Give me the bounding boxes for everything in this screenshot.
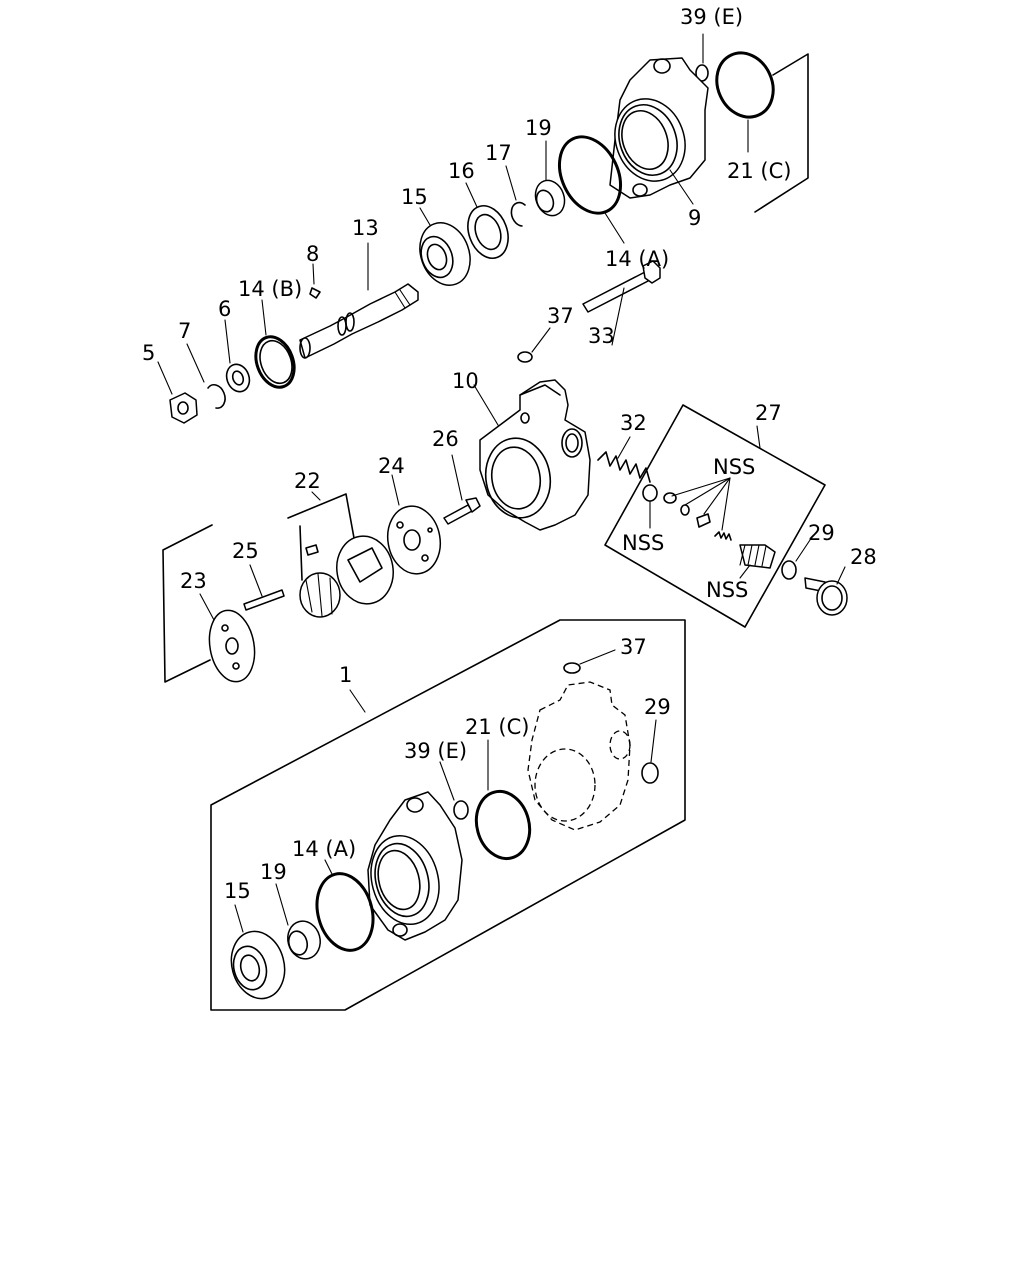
label-37-bottom: 37 bbox=[620, 635, 647, 659]
part-37-ring-bottom bbox=[563, 649, 616, 674]
label-29-mid: 29 bbox=[808, 521, 835, 545]
label-32: 32 bbox=[620, 411, 647, 435]
part-14b-snap-ring bbox=[254, 299, 296, 389]
callout-labels: 39 (E) 21 (C) 9 19 17 16 14 (A) 15 13 8 … bbox=[142, 5, 877, 903]
part-15-bearing-bottom bbox=[230, 904, 286, 1000]
label-17: 17 bbox=[485, 141, 512, 165]
label-22: 22 bbox=[294, 469, 321, 493]
pump-body-dashed-outline bbox=[527, 681, 631, 831]
part-7-lock-washer bbox=[186, 343, 226, 409]
bracket-mid-left bbox=[162, 524, 213, 683]
label-nss-3: NSS bbox=[706, 578, 748, 602]
label-8: 8 bbox=[306, 242, 319, 266]
part-39e-small-ring-bottom bbox=[439, 761, 469, 820]
label-13: 13 bbox=[352, 216, 379, 240]
label-21c-top: 21 (C) bbox=[727, 159, 791, 183]
label-24: 24 bbox=[378, 454, 405, 478]
label-14a-bottom: 14 (A) bbox=[292, 837, 356, 861]
label-15-top: 15 bbox=[401, 185, 428, 209]
label-28: 28 bbox=[850, 545, 877, 569]
bracket-top-right bbox=[754, 53, 809, 213]
part-10-pump-body bbox=[473, 379, 591, 531]
part-9-housing-flange bbox=[609, 57, 709, 205]
part-21c-oring-bottom bbox=[474, 739, 532, 861]
part-33-bolt bbox=[582, 260, 661, 346]
part-14a-oring-bottom bbox=[315, 859, 375, 952]
label-nss-2: NSS bbox=[622, 531, 664, 555]
label-nss-1: NSS bbox=[713, 455, 755, 479]
part-6-washer bbox=[224, 319, 251, 393]
part-26-bolt bbox=[443, 454, 481, 525]
label-39e-bottom: 39 (E) bbox=[404, 739, 467, 763]
label-29-bottom: 29 bbox=[644, 695, 671, 719]
part-8-key bbox=[309, 263, 321, 299]
label-5: 5 bbox=[142, 341, 155, 365]
label-33: 33 bbox=[588, 324, 615, 348]
label-21c-bottom: 21 (C) bbox=[465, 715, 529, 739]
label-39e-top: 39 (E) bbox=[680, 5, 743, 29]
part-27-valve-kit-box bbox=[604, 404, 826, 628]
part-28-plug bbox=[804, 566, 848, 616]
part-16-washer bbox=[465, 182, 509, 259]
label-1: 1 bbox=[339, 663, 352, 687]
label-14a-top: 14 (A) bbox=[605, 247, 669, 271]
part-17-snap-ring bbox=[505, 165, 526, 227]
label-16: 16 bbox=[448, 159, 475, 183]
label-9: 9 bbox=[688, 206, 701, 230]
part-22-rotor-cam-group bbox=[287, 491, 394, 618]
part-37-ring-mid bbox=[517, 327, 551, 363]
part-25-pin bbox=[243, 564, 285, 611]
label-25: 25 bbox=[232, 539, 259, 563]
label-27: 27 bbox=[755, 401, 782, 425]
label-37-top: 37 bbox=[547, 304, 574, 328]
label-26: 26 bbox=[432, 427, 459, 451]
part-5-nut bbox=[157, 361, 198, 424]
part-29-ring-mid bbox=[781, 539, 811, 580]
label-6: 6 bbox=[218, 297, 231, 321]
assembly-1-box bbox=[210, 619, 686, 1011]
part-13-shaft bbox=[299, 242, 419, 359]
part-21c-oring-top bbox=[715, 51, 775, 153]
label-19-top: 19 bbox=[525, 116, 552, 140]
part-29-ring-bottom bbox=[641, 719, 659, 784]
part-19-seal-top bbox=[534, 140, 566, 217]
part-14a-oring-top bbox=[558, 135, 625, 244]
housing-flange-bottom bbox=[367, 791, 463, 941]
part-24-side-plate bbox=[386, 474, 442, 575]
label-15-bottom: 15 bbox=[224, 879, 251, 903]
part-15-bearing-top bbox=[419, 207, 471, 286]
label-7: 7 bbox=[178, 319, 191, 343]
part-23-rear-plate bbox=[199, 593, 256, 683]
part-19-seal-bottom bbox=[275, 883, 321, 960]
label-10: 10 bbox=[452, 369, 479, 393]
part-39e-small-ring-top bbox=[695, 33, 709, 82]
part-32-spring bbox=[597, 436, 651, 483]
label-23: 23 bbox=[180, 569, 207, 593]
label-14b: 14 (B) bbox=[238, 277, 302, 301]
label-19-bottom: 19 bbox=[260, 860, 287, 884]
